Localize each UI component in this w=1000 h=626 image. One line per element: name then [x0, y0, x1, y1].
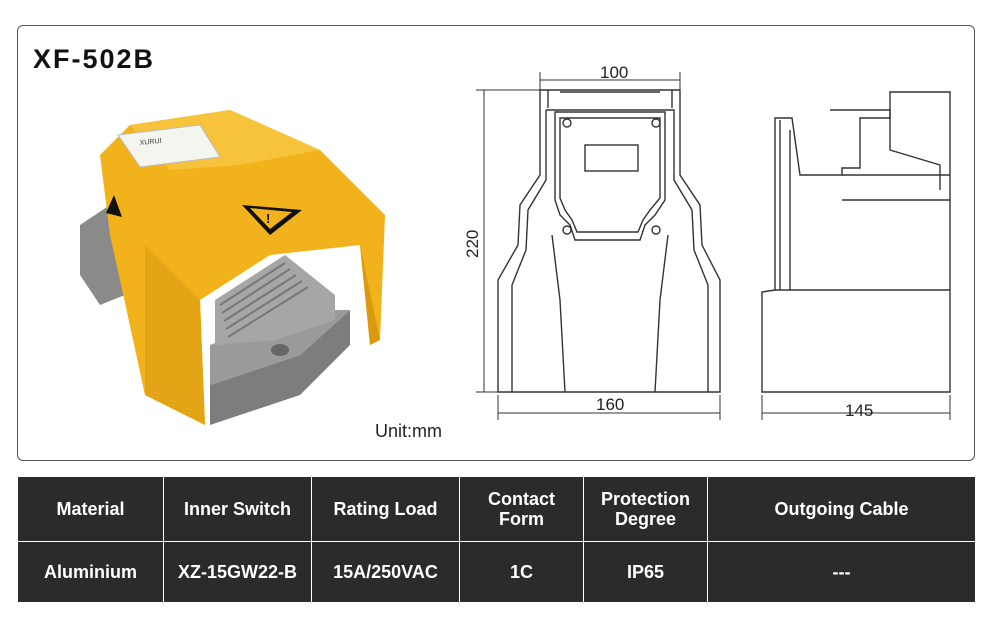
header-material: Material [17, 476, 164, 542]
header-contact-form: Contact Form [459, 476, 584, 542]
header-rating-load: Rating Load [311, 476, 460, 542]
value-protection-degree: IP65 [583, 541, 708, 603]
header-protection-degree: Protection Degree [583, 476, 708, 542]
value-material: Aluminium [17, 541, 164, 603]
dim-height: 220 [463, 230, 482, 258]
dim-front-width: 100 [600, 63, 628, 82]
svg-text:!: ! [266, 211, 270, 226]
dim-base-width: 160 [596, 395, 624, 414]
product-label-text: XURUI [139, 138, 161, 147]
technical-drawing: 100 220 160 145 [463, 63, 951, 420]
value-rating-load: 15A/250VAC [311, 541, 460, 603]
spec-header-row: Material Inner Switch Rating Load Contac… [17, 476, 976, 542]
header-outgoing-cable: Outgoing Cable [707, 476, 976, 542]
front-view-outline [497, 89, 721, 393]
model-title: XF-502B [33, 44, 156, 74]
dim-side-depth: 145 [845, 401, 873, 420]
header-inner-switch: Inner Switch [163, 476, 312, 542]
value-inner-switch: XZ-15GW22-B [163, 541, 312, 603]
unit-label: Unit:mm [375, 421, 442, 441]
value-outgoing-cable: --- [707, 541, 976, 603]
spec-value-row: Aluminium XZ-15GW22-B 15A/250VAC 1C IP65… [17, 541, 976, 603]
product-photo: XURUI ! [80, 110, 385, 425]
side-view-outline [761, 91, 951, 393]
spec-table: Material Inner Switch Rating Load Contac… [17, 476, 976, 603]
value-contact-form: 1C [459, 541, 584, 603]
